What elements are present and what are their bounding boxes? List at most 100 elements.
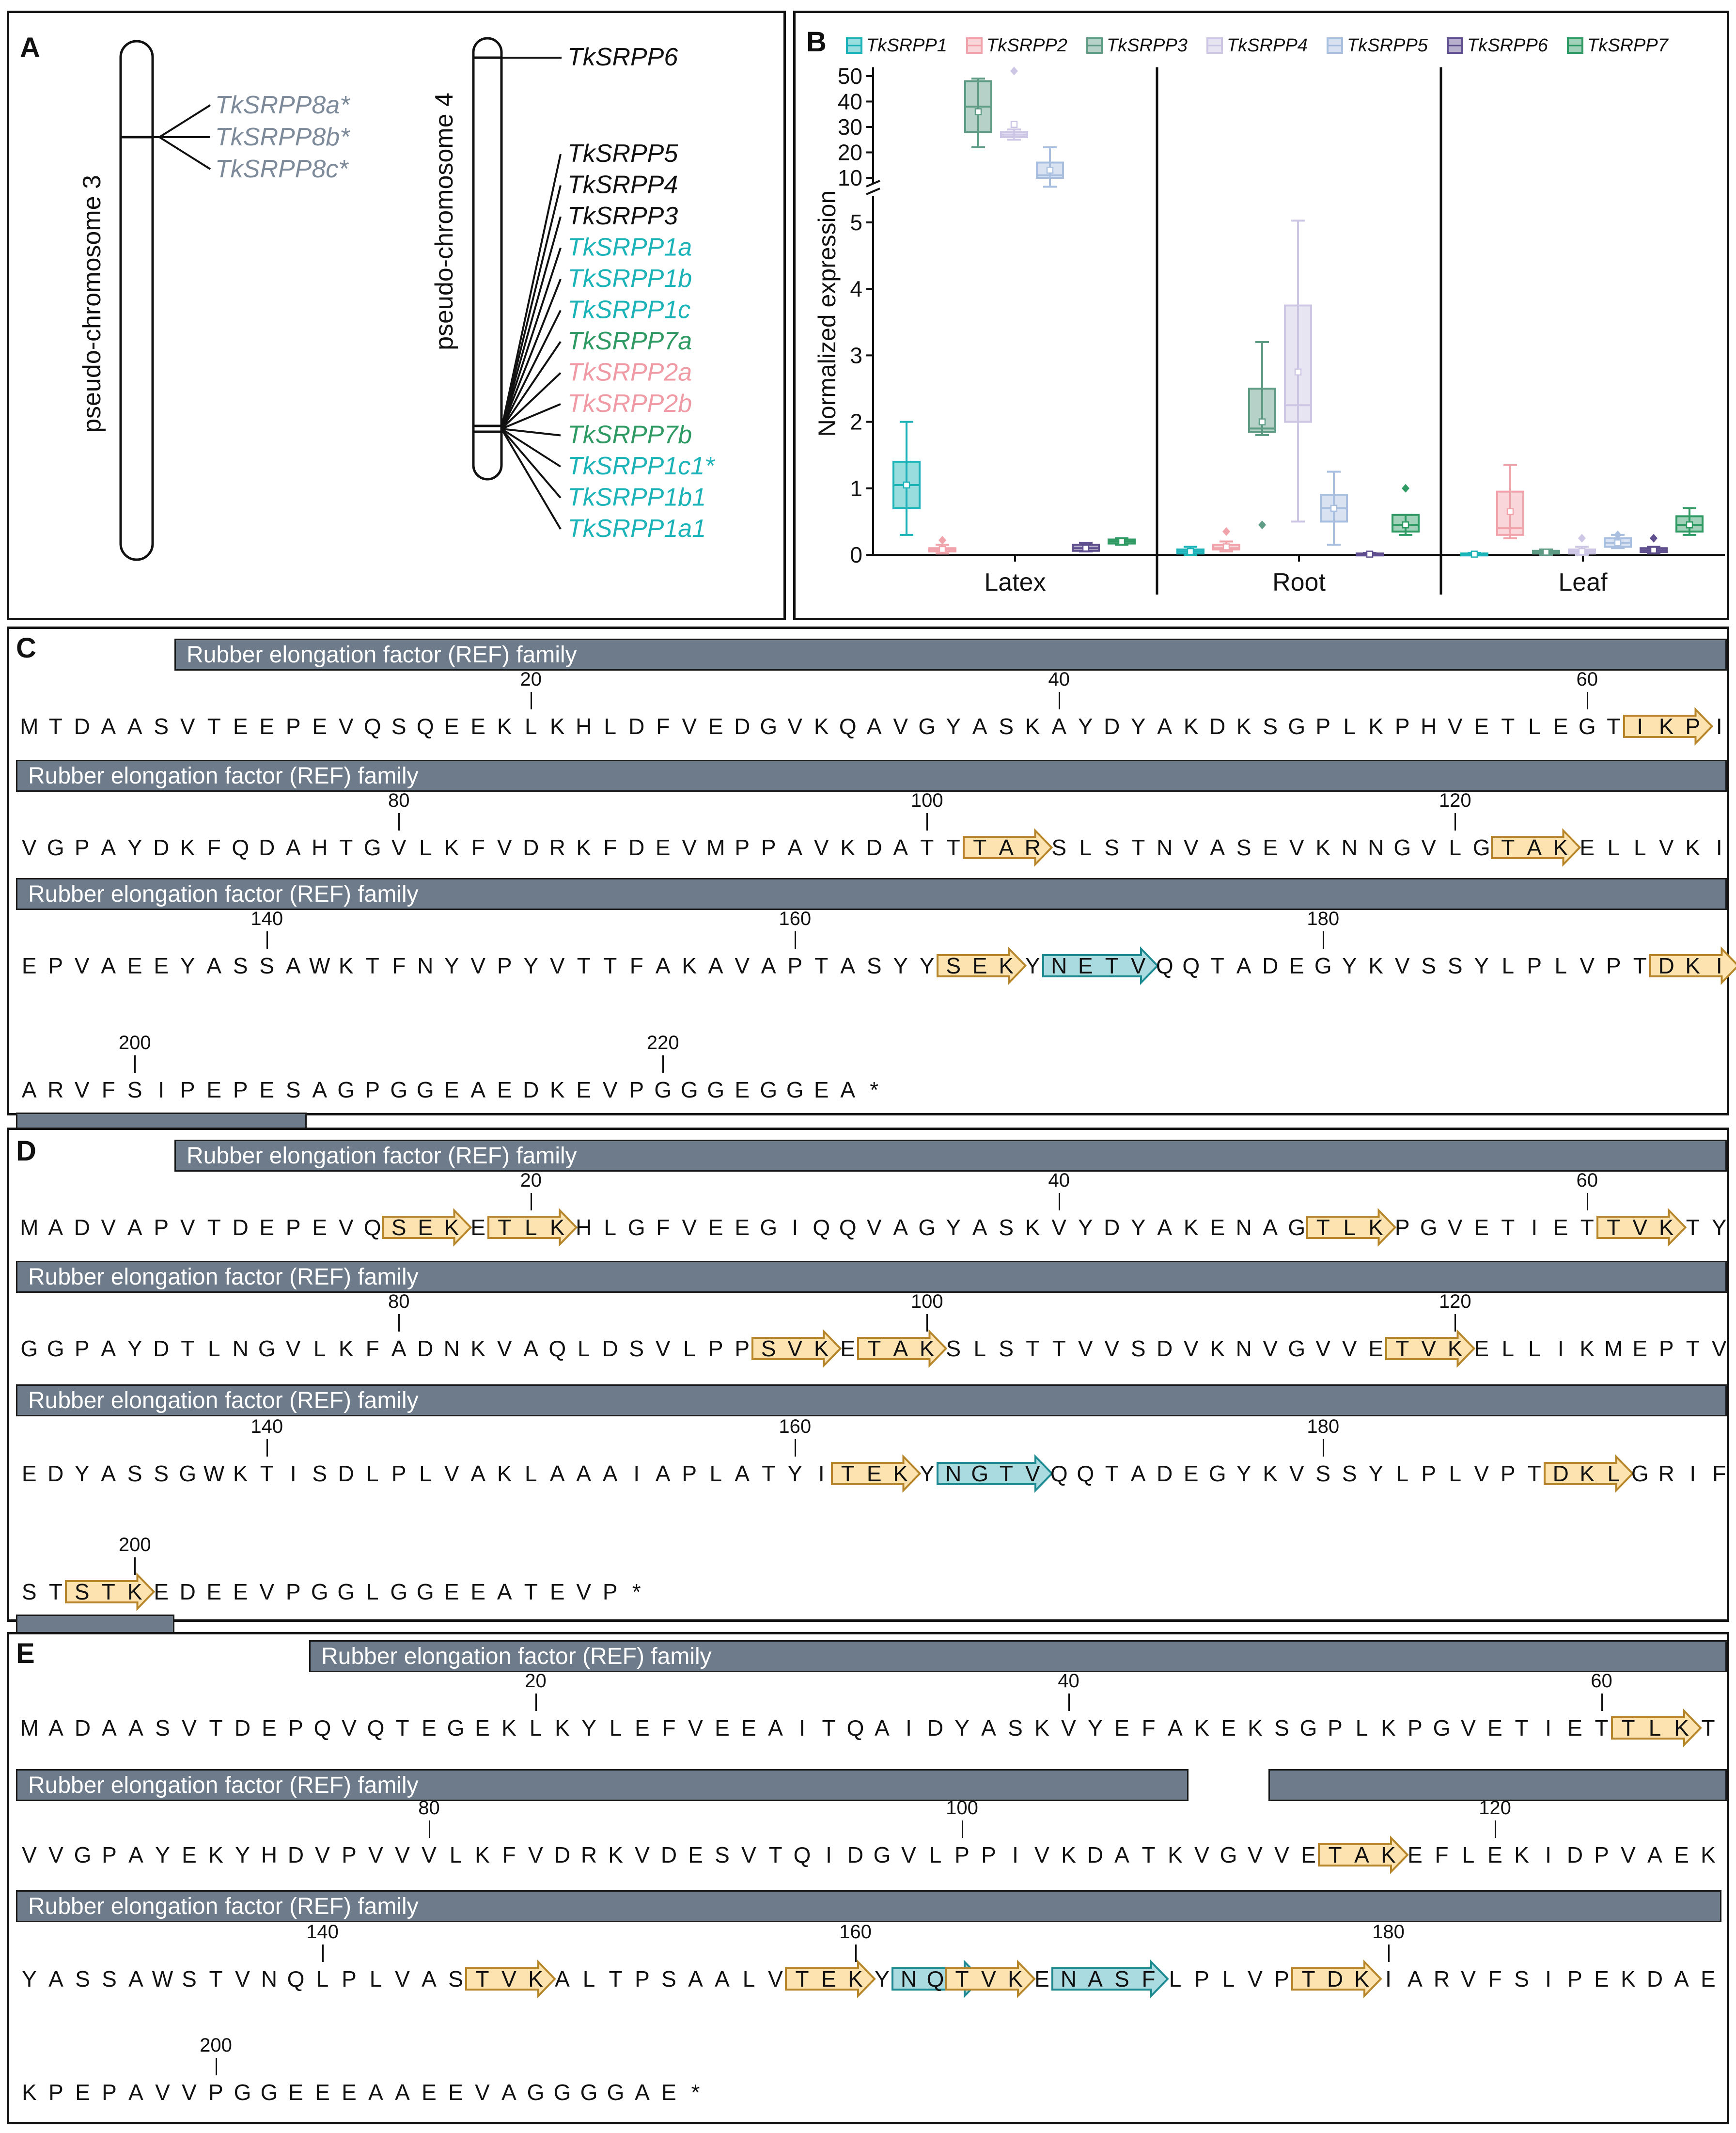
residue: V (470, 953, 486, 978)
residue: K (1580, 1336, 1595, 1361)
residue: E (635, 1715, 650, 1741)
gene-link (500, 341, 562, 430)
residue: I (1689, 1461, 1696, 1486)
residue: G (260, 2080, 278, 2105)
position-tick (530, 1193, 532, 1210)
residue: E (735, 1215, 750, 1240)
box-mean (1542, 549, 1550, 556)
residue: P (735, 835, 750, 860)
residue: L (1501, 953, 1515, 978)
residue: I (826, 1842, 832, 1867)
residue: S (21, 1579, 37, 1604)
residue: V (1394, 953, 1410, 978)
residue: P (365, 1077, 380, 1102)
residue: N (232, 1336, 249, 1361)
residue: E (1474, 1215, 1489, 1240)
residue: V (576, 1579, 592, 1604)
residue: P (233, 1077, 248, 1102)
residue: I (1545, 1966, 1551, 1992)
residue: L (524, 1215, 537, 1240)
residue: V (682, 1215, 697, 1240)
residue: I (1385, 1966, 1392, 1992)
residue: K (1685, 835, 1701, 860)
position-tick-label: 60 (1576, 1170, 1598, 1191)
residue: E (1632, 1336, 1648, 1361)
residue: V (497, 835, 512, 860)
gene-link (501, 428, 561, 437)
residue: D (1104, 714, 1120, 739)
residue: D (234, 1715, 251, 1741)
residue: L (1462, 1842, 1475, 1867)
residue: V (315, 1842, 330, 1867)
residue: D (734, 714, 751, 739)
residue: E (1263, 835, 1278, 860)
residue: D (74, 1215, 90, 1240)
residue: T (795, 1966, 809, 1992)
residue: R (1433, 1966, 1450, 1992)
residue: K (1658, 1215, 1674, 1240)
y-tick-label: 0 (850, 542, 862, 567)
residue: Q (367, 1715, 385, 1741)
residue: G (47, 1336, 64, 1361)
residue: L (1449, 1461, 1462, 1486)
residue: A (128, 1842, 143, 1867)
residue: E (1289, 953, 1304, 978)
residue: S (391, 1215, 407, 1240)
ref-family-label: Rubber elongation factor (REF) family (28, 763, 419, 789)
yellow-motif-arrow (1544, 1454, 1634, 1493)
residue: Q (416, 714, 434, 739)
position-tick-label: 200 (200, 2035, 232, 2056)
residue: A (48, 1966, 63, 1992)
y-tick-label: 20 (838, 140, 862, 165)
residue: E (206, 1579, 222, 1604)
residue: D (1658, 953, 1674, 978)
residue: E (708, 1215, 723, 1240)
residue: Y (581, 1715, 596, 1741)
x-tick-label: Root (1272, 568, 1326, 596)
residue: G (179, 1461, 197, 1486)
y-tick-label: 2 (850, 409, 862, 435)
residue: G (654, 1077, 672, 1102)
residue: A (391, 1336, 407, 1361)
residue: G (1578, 714, 1596, 739)
motif-arrow-shape (963, 828, 1053, 867)
x-tick-label: Leaf (1558, 568, 1608, 596)
residue: Q (232, 835, 250, 860)
residue: N (1051, 953, 1067, 978)
residue: S (75, 1966, 90, 1992)
residue: E (422, 2080, 437, 2105)
residue: L (529, 1715, 542, 1741)
residue: G (1314, 953, 1332, 978)
residue: D (47, 1461, 64, 1486)
box-mean (903, 481, 910, 489)
residue: K (528, 1966, 543, 1992)
motif-arrow-shape (1491, 828, 1581, 867)
residue: S (715, 1842, 730, 1867)
residue: A (48, 1215, 63, 1240)
residue: G (416, 1579, 434, 1604)
ref-family-label: Rubber elongation factor (REF) family (187, 1143, 577, 1169)
residue: Y (1130, 1215, 1146, 1240)
residue: P (288, 1715, 303, 1741)
residue: A (21, 1077, 37, 1102)
residue: Y (155, 1842, 170, 1867)
residue: A (761, 953, 776, 978)
motif-arrow-shape (1623, 707, 1713, 746)
residue: E (1594, 1966, 1609, 1992)
residue: L (929, 1842, 942, 1867)
residue: D (417, 1336, 434, 1361)
residue: A (635, 2080, 650, 2105)
residue: G (1420, 1215, 1438, 1240)
residue: Q (313, 1715, 331, 1741)
residue: P (342, 1842, 357, 1867)
yellow-motif-arrow (1596, 1208, 1687, 1247)
chromosome-map: pseudo-chromosome 3TkSRPP8a*TkSRPP8b*TkS… (78, 37, 715, 561)
residue: K (682, 953, 697, 978)
residue: A (1114, 1842, 1129, 1867)
residue: E (1183, 1461, 1199, 1486)
residue: T (955, 1966, 969, 1992)
motif-arrow-shape (465, 1960, 556, 1998)
residue: E (735, 1077, 750, 1102)
residue: T (1501, 1215, 1515, 1240)
